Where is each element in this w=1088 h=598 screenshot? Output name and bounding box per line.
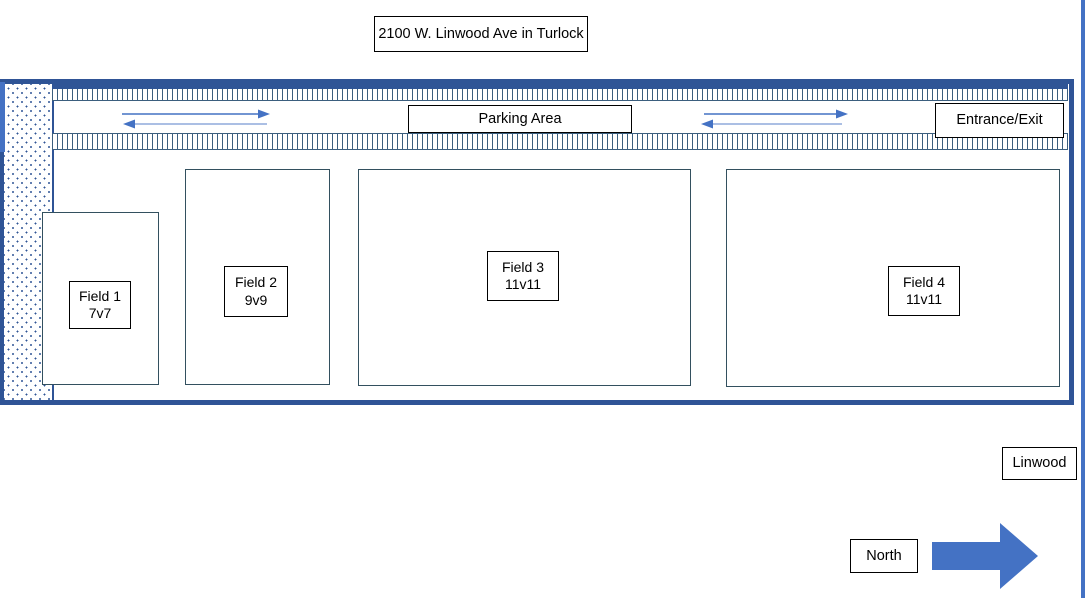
arrow-left-icon xyxy=(701,119,842,129)
field-label-2-text: Field 2 9v9 xyxy=(234,274,278,308)
field-label-2: Field 2 9v9 xyxy=(224,266,288,317)
parking-stalls-top xyxy=(52,84,1068,101)
field-label-4: Field 4 11v11 xyxy=(888,266,960,316)
arrow-right-icon xyxy=(704,109,848,119)
arrow-right-icon xyxy=(122,109,270,119)
field-label-1-text: Field 1 7v7 xyxy=(78,287,122,322)
parking-stalls-bottom xyxy=(52,133,1068,150)
parking-area-label: Parking Area xyxy=(408,105,632,133)
field-label-3-text: Field 3 11v11 xyxy=(501,258,545,293)
field-label-3: Field 3 11v11 xyxy=(487,251,559,301)
field-label-1: Field 1 7v7 xyxy=(69,281,131,329)
entrance-exit-label: Entrance/Exit xyxy=(935,103,1064,138)
arrow-left-icon xyxy=(123,119,267,129)
block-arrow-right-icon xyxy=(932,523,1038,589)
page-title: 2100 W. Linwood Ave in Turlock xyxy=(374,16,588,52)
north-compass-label: North xyxy=(850,539,918,573)
west-edge-arrow-icon xyxy=(0,82,5,152)
linwood-street-label: Linwood xyxy=(1002,447,1077,480)
drive-aisle-west-arrows xyxy=(122,109,270,129)
linwood-avenue-street-line xyxy=(1081,0,1085,598)
drive-aisle-east-arrows xyxy=(701,109,848,129)
field-label-4-text: Field 4 11v11 xyxy=(902,273,946,308)
